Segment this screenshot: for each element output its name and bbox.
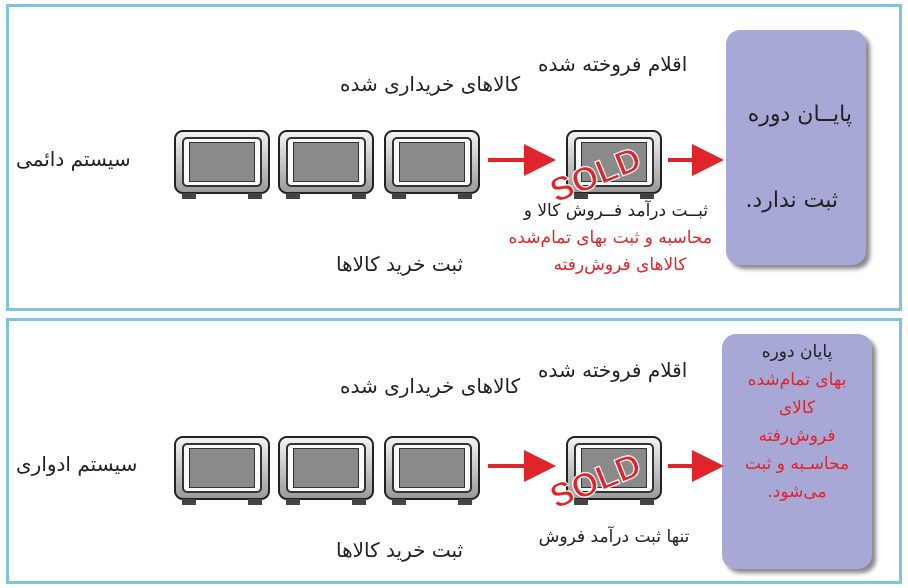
sale-record-label: تنها ثبت درآمد فروش <box>538 527 690 547</box>
sold-items-label: اقلام فروخته شده <box>538 358 688 382</box>
purchased-goods-label: کالاهای خریداری شده <box>340 72 521 96</box>
tv-icon <box>278 130 374 199</box>
sale-record-line1: ثبــت درآمد فــروش کالا و <box>523 201 708 221</box>
sale-record-line3: کالاهای فروش‌رفته <box>553 255 687 275</box>
end-period-line1: پایــان دوره <box>747 102 852 127</box>
sold-tv-icon <box>566 130 662 199</box>
end-period-line2: ثبت ندارد. <box>745 188 838 213</box>
sold-stamp: SOLD <box>545 140 647 211</box>
end-period-box: پایان دوره بهای تمام‌شده کالای فروش‌رفته… <box>722 334 872 569</box>
purchased-goods-label: کالاهای خریداری شده <box>340 374 521 398</box>
tv-icon <box>174 436 270 505</box>
purchase-record-label: ثبت خرید کالاها <box>336 538 464 562</box>
end-period-line6: می‌شود. <box>767 482 827 502</box>
sale-record-line2: محاسبه و ثبت بهای تمام‌شده <box>508 228 712 248</box>
tv-icon <box>384 130 480 199</box>
end-period-line4: فروش‌رفته <box>758 426 836 446</box>
sold-tv-icon <box>566 436 662 505</box>
tv-icon <box>174 130 270 199</box>
perpetual-system-label: سیستم دائمی <box>16 147 131 171</box>
end-period-line1: پایان دوره <box>761 342 833 362</box>
tv-icon <box>278 436 374 505</box>
end-period-box: پایــان دوره ثبت ندارد. <box>726 30 866 265</box>
sold-items-label: اقلام فروخته شده <box>538 52 688 76</box>
purchase-record-label: ثبت خرید کالاها <box>336 252 464 276</box>
sold-stamp: SOLD <box>545 446 647 517</box>
end-period-line2: بهای تمام‌شده <box>747 370 847 390</box>
periodic-system-label: سیستم ادواری <box>16 452 138 476</box>
end-period-line3: کالای <box>778 398 816 418</box>
tv-icon <box>384 436 480 505</box>
end-period-line5: محاسـبه و ثبت <box>744 454 850 474</box>
